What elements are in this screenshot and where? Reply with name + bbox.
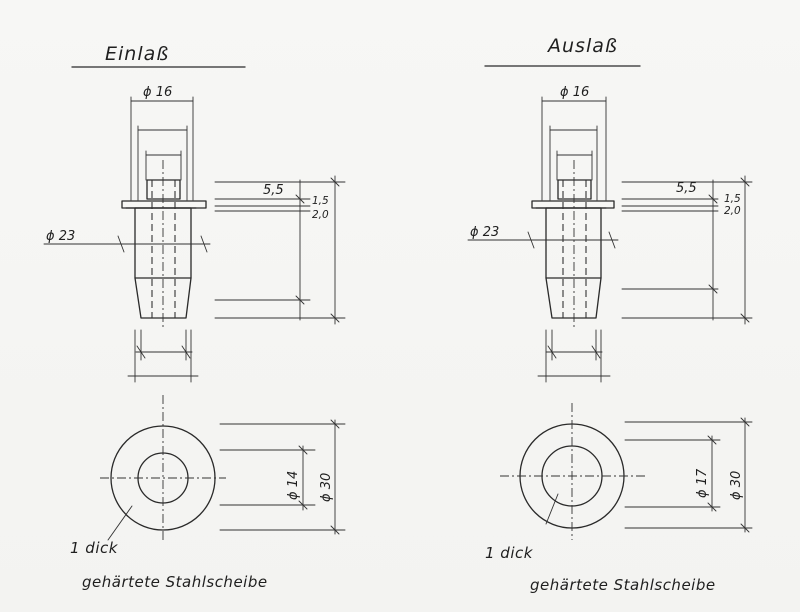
inlet-top-diameter-label: ϕ 16 (143, 85, 172, 100)
outlet-dim-5-5: 5,5 (676, 181, 697, 196)
outlet-note-thickness: 1 dick (485, 544, 534, 562)
inlet-side-diameter-label: ϕ 23 (46, 229, 75, 244)
inlet-guide-top-boss (146, 179, 181, 200)
inlet-washer-inner-diameter: ϕ 14 (286, 471, 301, 500)
inlet-note-material: gehärtete Stahlscheibe (82, 573, 268, 591)
inlet-title: Einlaß (105, 43, 169, 65)
outlet-washer-inner-diameter: ϕ 17 (695, 468, 710, 498)
outlet-guide-shank (545, 207, 602, 279)
inlet-drawing: Einlaß ϕ 16 ϕ 23 (43, 43, 346, 591)
inlet-dim-5-5: 5,5 (263, 183, 284, 198)
outlet-title: Auslaß (546, 35, 618, 57)
inlet-guide-collar (121, 200, 207, 209)
inlet-note-thickness: 1 dick (70, 539, 119, 557)
outlet-note-material: gehärtete Stahlscheibe (530, 576, 716, 594)
inlet-washer-outer-diameter: ϕ 30 (319, 473, 334, 502)
inlet-dim-2-0: 2,0 (312, 209, 329, 221)
outlet-dim-2-0: 2,0 (724, 205, 741, 217)
outlet-washer-outer-diameter: ϕ 30 (729, 471, 744, 500)
outlet-guide-collar (531, 200, 615, 209)
outlet-top-diameter-label: ϕ 16 (560, 85, 589, 100)
outlet-side-diameter-label: ϕ 23 (470, 225, 499, 240)
outlet-dim-1-5: 1,5 (724, 193, 741, 205)
inlet-guide-taper (134, 277, 192, 319)
outlet-drawing: Auslaß ϕ 16 ϕ 23 (467, 35, 753, 594)
outlet-guide-top-boss (557, 179, 592, 200)
inlet-dim-1-5: 1,5 (312, 195, 329, 207)
outlet-guide-taper (545, 277, 602, 319)
